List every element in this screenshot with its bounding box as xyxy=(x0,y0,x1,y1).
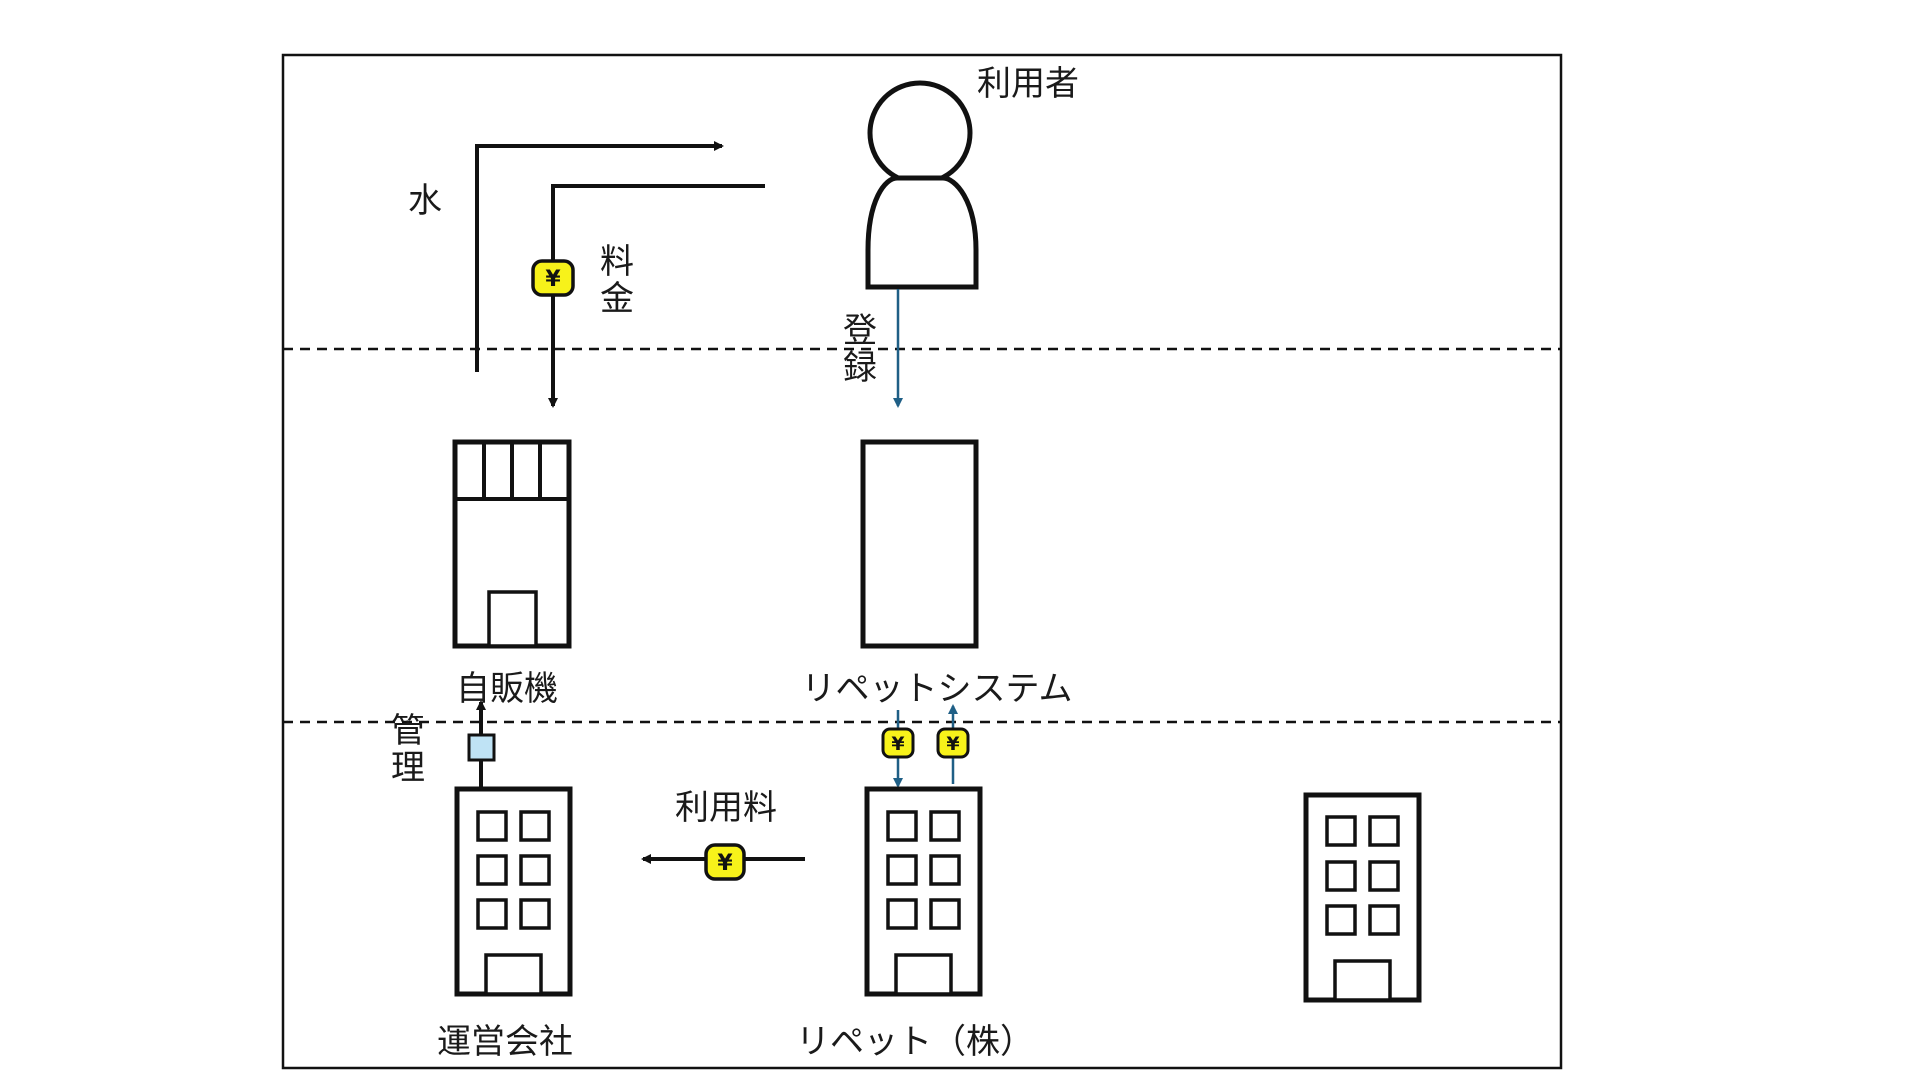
svg-text:¥: ¥ xyxy=(946,733,959,755)
register-label-line2: 録 xyxy=(843,348,877,388)
yen-badge-icon: ¥ xyxy=(936,727,970,759)
diagram-frame xyxy=(281,53,1563,1070)
yen-badge-icon: ¥ xyxy=(531,259,575,297)
building-icon xyxy=(1303,792,1422,1003)
system-box xyxy=(860,439,979,649)
svg-text:¥: ¥ xyxy=(717,851,733,876)
building-icon xyxy=(454,786,573,997)
fee-arrow xyxy=(548,184,765,408)
yen-badge-icon: ¥ xyxy=(881,727,915,759)
fee-label-line1: 料 xyxy=(600,242,634,282)
water-arrow xyxy=(475,141,724,372)
usage-fee-label: 利用料 xyxy=(675,788,777,828)
device-icon xyxy=(467,733,496,762)
manage-label-line2: 理 xyxy=(391,748,425,788)
repet-inc-label: リペット（株） xyxy=(796,1022,1034,1062)
repet-system-label: リペットシステム xyxy=(802,669,1073,709)
svg-text:¥: ¥ xyxy=(891,733,904,755)
vending-machine-icon xyxy=(452,439,572,649)
manage-label-line1: 管 xyxy=(391,711,425,751)
water-label: 水 xyxy=(408,181,442,221)
operating-company-label: 運営会社 xyxy=(437,1022,573,1062)
yen-badge-icon: ¥ xyxy=(704,843,746,881)
svg-text:¥: ¥ xyxy=(545,267,561,292)
fee-label-line2: 金 xyxy=(600,279,634,319)
person-icon xyxy=(865,80,979,290)
vending-machine-label: 自販機 xyxy=(456,669,558,709)
register-label-line1: 登 xyxy=(843,311,877,351)
user-label: 利用者 xyxy=(977,64,1079,104)
building-icon xyxy=(864,786,983,997)
